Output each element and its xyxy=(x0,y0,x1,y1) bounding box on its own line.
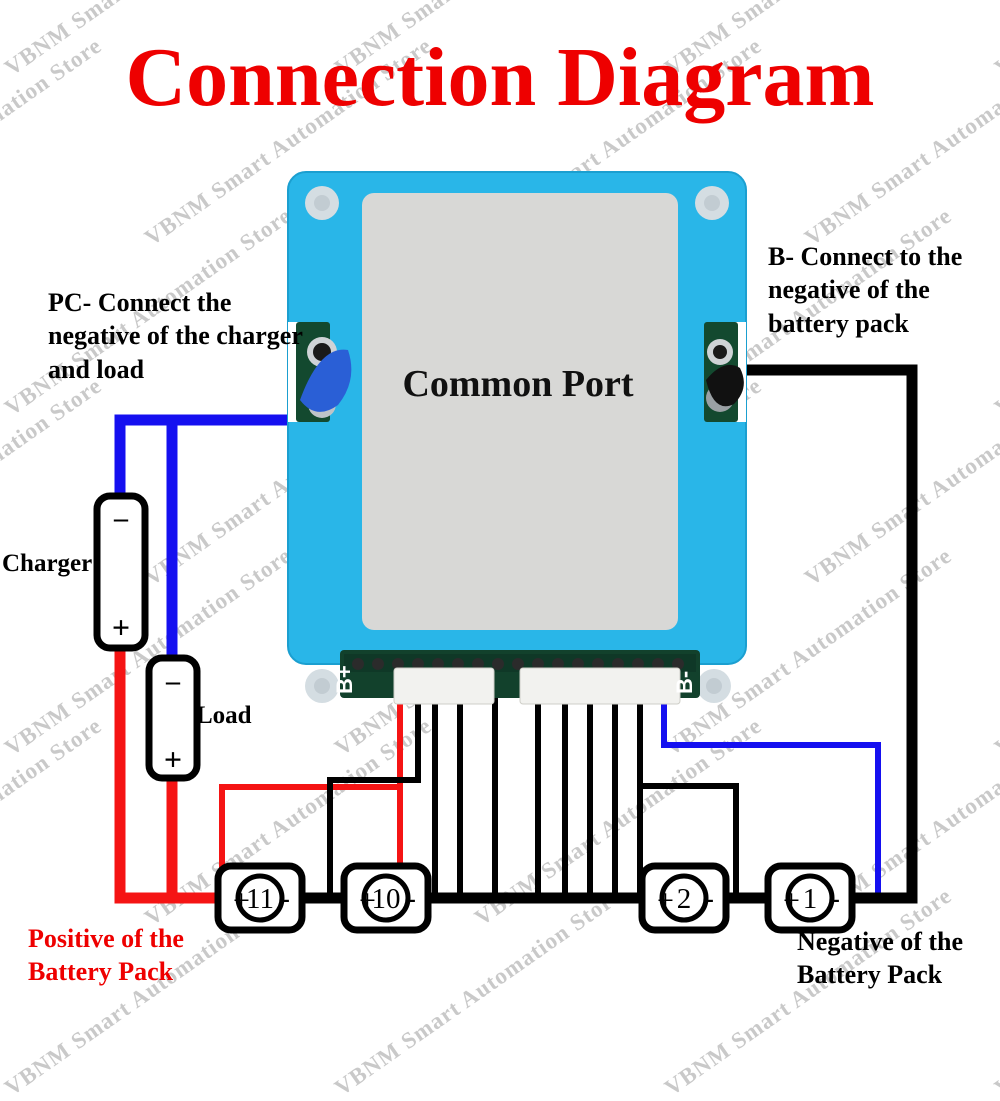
annotation-b-minus: B- Connect to the negative of the batter… xyxy=(768,242,963,338)
load-plus-sign: + xyxy=(164,741,182,777)
cell-minus-sign: - xyxy=(280,882,290,915)
terminal-hole-right xyxy=(713,345,727,359)
cell-minus-sign: - xyxy=(406,882,416,915)
balance-wires xyxy=(327,672,739,898)
cell-body xyxy=(638,862,730,934)
cell-body xyxy=(764,862,856,934)
annotation-pc-minus: PC- Connect the negative of the charger … xyxy=(48,288,303,384)
annotation-battery-positive: Positive of the Battery Pack xyxy=(28,924,184,987)
header-pins xyxy=(352,658,684,670)
cell-number: 10 xyxy=(372,883,401,915)
balance-connector-left[interactable] xyxy=(393,667,495,705)
cell-number-ring xyxy=(361,873,411,923)
battery-cell-1[interactable]: +-1 xyxy=(764,862,856,934)
charger-label: Charger xyxy=(2,550,93,577)
battery-cells: +-11 +-10 +-2 +-1 xyxy=(214,862,856,934)
board-label-common-port: Common Port xyxy=(402,363,634,405)
charger-plus-sign: + xyxy=(112,609,130,645)
cell-number-ring xyxy=(659,873,709,923)
cell-number-ring xyxy=(235,873,285,923)
screw-bottom-right-core xyxy=(706,678,722,694)
bms-bminus-sense-wire xyxy=(661,672,881,898)
load-label: Load xyxy=(196,702,252,729)
cell-number: 2 xyxy=(677,883,692,915)
device-symbols: – + – + xyxy=(93,492,201,782)
negative-charger-wires xyxy=(114,414,318,668)
cell-body xyxy=(340,862,432,934)
screw-top-left-core xyxy=(314,195,330,211)
charger-symbol[interactable]: – + xyxy=(93,492,149,652)
battery-cell-2[interactable]: +-2 xyxy=(638,862,730,934)
cell-number-ring xyxy=(785,873,835,923)
wiring-layer xyxy=(114,364,918,904)
balance-connector-right[interactable] xyxy=(519,667,681,705)
battery-cell-10[interactable]: +-10 xyxy=(340,862,432,934)
annotation-battery-negative: Negative of the Battery Pack xyxy=(797,927,964,990)
cell-number: 11 xyxy=(246,883,274,915)
cell-minus-sign: - xyxy=(830,882,840,915)
screw-bottom-left-core xyxy=(314,678,330,694)
battery-cell-11[interactable]: +-11 xyxy=(214,862,306,934)
screw-top-right-core xyxy=(704,195,720,211)
left-wire-lug xyxy=(300,349,352,412)
cell-number: 1 xyxy=(803,883,818,915)
bms-board[interactable]: B+ B- xyxy=(0,0,1000,1000)
charger-minus-sign: – xyxy=(113,503,129,534)
cell-minus-sign: - xyxy=(704,882,714,915)
silkscreen-bplus: B+ xyxy=(332,665,357,694)
positive-bus-link xyxy=(219,672,403,898)
page-title: Connection Diagram xyxy=(125,31,875,124)
label-plate xyxy=(362,193,678,630)
load-symbol[interactable]: – + xyxy=(145,654,201,782)
load-minus-sign: – xyxy=(165,666,181,697)
silkscreen-bminus: B- xyxy=(672,671,697,694)
right-wire-lug xyxy=(706,364,744,407)
cell-body xyxy=(214,862,306,934)
